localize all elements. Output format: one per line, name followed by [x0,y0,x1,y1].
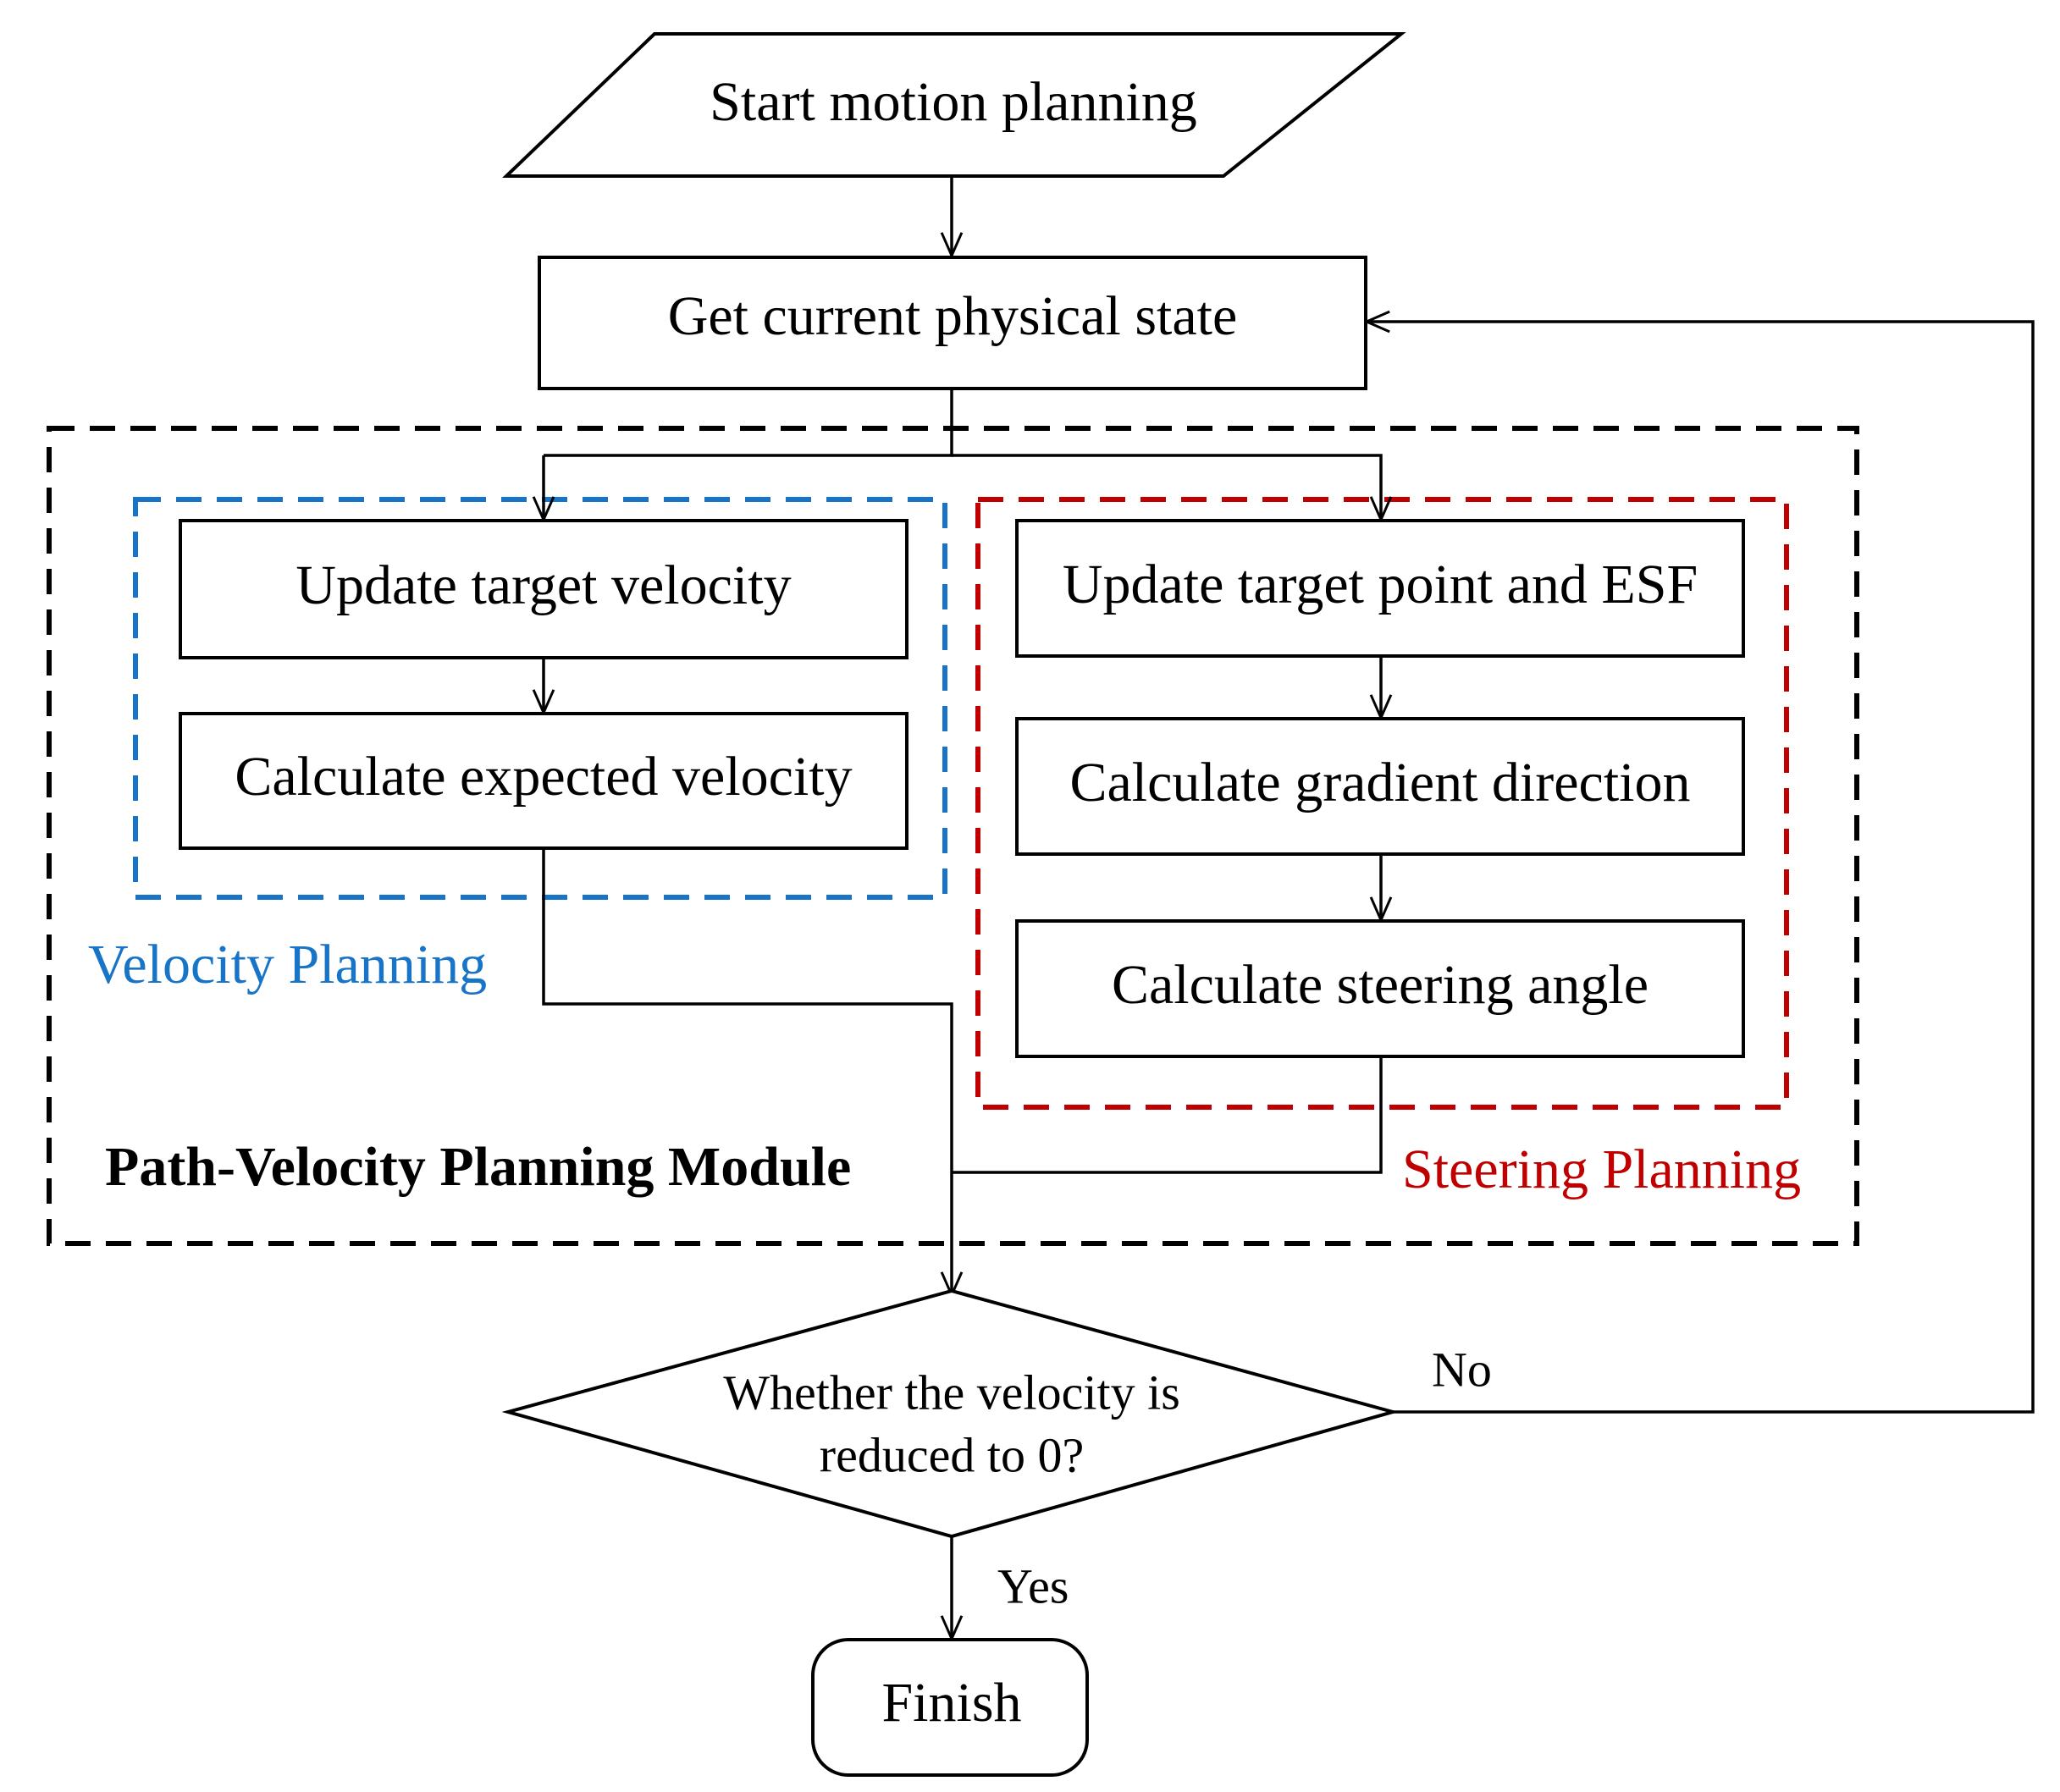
update-velocity-node-label: Update target velocity [295,554,791,616]
update-target-node [1015,519,1745,658]
steering-angle-node-label: Calculate steering angle [1112,954,1649,1016]
finish-node [811,1638,1089,1777]
edge-decision-no-loop [1367,322,2035,1414]
start-node-label: Start motion planning [710,71,1197,133]
path-velocity-module-label: Path-Velocity Planning Module [105,1136,851,1198]
edge-steering-to-merge [952,1056,1383,1174]
expected-velocity-node [179,712,908,850]
update-target-node-label: Update target point and ESF [1063,554,1698,615]
get-state-node [538,256,1367,390]
start-node [502,32,1406,178]
get-state-node-label: Get current physical state [668,285,1238,347]
steering-angle-node [1015,919,1745,1058]
update-velocity-node [179,519,908,659]
decision-node-line1: Whether the velocity is [723,1365,1180,1420]
edge-state-split [544,389,953,457]
edge-split-to-target [952,454,1381,520]
decision-node-line2: reduced to 0? [820,1427,1084,1482]
gradient-node-label: Calculate gradient direction [1069,752,1690,813]
velocity-planning-label: Velocity Planning [88,934,487,995]
gradient-node [1015,717,1745,856]
decision-node [501,1288,1400,1539]
edge-expected-to-merge [542,848,952,1295]
finish-node-label: Finish [881,1672,1021,1734]
yes-edge-label: Yes [997,1558,1069,1613]
steering-planning-box [975,497,1789,1110]
expected-velocity-node-label: Calculate expected velocity [235,746,852,808]
velocity-planning-box [133,497,947,900]
no-edge-label: No [1432,1342,1492,1397]
steering-planning-label: Steering Planning [1402,1139,1801,1200]
